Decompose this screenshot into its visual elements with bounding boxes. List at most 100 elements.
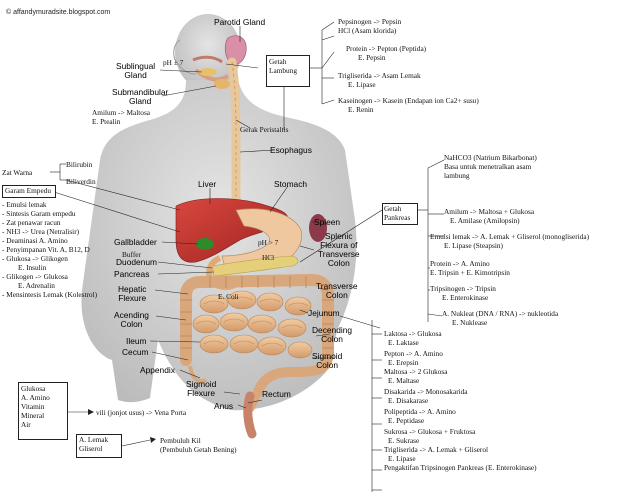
list-item: E. Lipase (388, 454, 416, 463)
label-e-coli: E. Coli (218, 292, 239, 301)
list-item: Emulsi lemak -> A. Lemak + Gliserol (mon… (430, 232, 589, 241)
list-item: - Glikogen -> Glukosa (2, 272, 68, 281)
list-item: NaHCO3 (Natrium Bikarbonat) (444, 153, 537, 162)
mouth-note: E. Ptealin (92, 117, 121, 126)
mouth-note: Amilum -> Maltosa (92, 108, 151, 117)
getah-pankreas-list-1: NaHCO3 (Natrium Bikarbonat) Basa untuk m… (444, 153, 537, 180)
list-item: Vitamin (21, 402, 45, 411)
label-hcl: HCl (262, 253, 275, 262)
head-details (173, 39, 230, 82)
getah-pankreas-box: Getah Pankreas (382, 203, 418, 225)
label-pancreas: Pancreas (114, 269, 150, 279)
arrowheads (88, 409, 156, 443)
parotid-gland (224, 35, 247, 65)
list-item: - Penyimpanan Vit. A, B12, D (2, 245, 90, 254)
label-ileum: Ileum (126, 336, 147, 346)
sublingual-gland (199, 68, 217, 76)
list-item: E. Maltase (388, 376, 420, 385)
getah-lambung-list-2: Protein -> Pepton (Peptida) E. Pepsin (346, 44, 426, 62)
getah-pankreas-list-5: Tripsinogen -> Tripsin E. Enterokinase (430, 284, 496, 302)
zat-warna-item: Biliverdin (66, 177, 96, 186)
list-item: Pepsinogen -> Pepsin (338, 17, 402, 26)
absorption-box-1: Glukosa A. Amino Vitamin Mineral Air (18, 382, 68, 440)
list-item: Air (21, 420, 31, 429)
label-splenic-flexura: Splenic Flexura of Transverse Colon (318, 231, 360, 268)
list-item: Amilum -> Maltosa + Glukosa (444, 207, 535, 216)
getah-pankreas-list-6: A. Nukleat (DNA / RNA) -> nukleotida E. … (442, 309, 558, 327)
getah-pankreas-list-4: Protein -> A. Amino E. Tripsin + E. Kimo… (430, 259, 510, 277)
garam-empedu-list: - Emulsi lemak - Sintesis Garam empedu -… (2, 200, 97, 299)
list-item: Glukosa (21, 384, 46, 393)
label-submandibular-gland: Submandibular Gland (112, 87, 169, 106)
label-anus: Anus (214, 401, 234, 411)
label-sigmoid-flexure: Sigmoid Flexure (186, 379, 217, 398)
list-item: Gliserol (79, 444, 103, 453)
absorption-2-result: Pembuluh Kil (Pembuluh Getah Bening) (160, 436, 237, 454)
getah-lambung-label: Getah Lambung (269, 57, 297, 75)
list-item: Tripsinogen -> Tripsin (430, 284, 496, 293)
leader-lines (50, 21, 445, 492)
label-sigmoid-colon: Sigmoid Colon (312, 351, 343, 370)
list-item: (Pembuluh Getah Bening) (160, 445, 237, 454)
list-item: Polipeptida -> A. Amino (384, 407, 456, 416)
list-item: E. Peptidase (388, 416, 425, 425)
getah-pankreas-label: Getah Pankreas (384, 204, 411, 222)
list-item: E. Pepsin (358, 53, 386, 62)
getah-pankreas-list-2: Amilum -> Maltosa + Glukosa E. Amilase (… (444, 207, 534, 225)
label-spleen: Spleen (314, 217, 341, 227)
list-item: Protein -> Pepton (Peptida) (346, 44, 427, 53)
list-item: - Glukosa -> Glikogen (2, 254, 68, 263)
list-item: E. Nuklease (452, 318, 488, 327)
label-parotid-gland: Parotid Gland (214, 17, 266, 27)
label-buffer: Buffer (122, 250, 141, 259)
list-item: E. Enterokinase (442, 293, 489, 302)
zat-warna-item: Bilirubin (66, 160, 93, 169)
label-decending-colon: Decending Colon (312, 325, 353, 344)
label-liver: Liver (198, 179, 217, 189)
label-hepatic-flexure: Hepatic Flexure (118, 284, 147, 303)
label-ph-mouth: pH ± 7 (163, 58, 184, 67)
list-item: Laktosa -> Glukosa (384, 329, 442, 338)
label-appendix: Appendix (140, 365, 175, 375)
list-item: A. Nukleat (DNA / RNA) -> nukleotida (442, 309, 559, 318)
list-item: Mineral (21, 411, 45, 420)
list-item: E. Disakarase (388, 396, 429, 405)
list-item: Pepton -> A. Amino (384, 349, 443, 358)
list-item: A. Lemak (79, 435, 109, 444)
list-item: E. Amilase (Amilopsin) (450, 216, 520, 225)
appendix (188, 365, 207, 384)
list-item: Disakarida -> Monosakarida (384, 387, 468, 396)
list-item: E. Lipase (348, 80, 376, 89)
absorption-box-2-list: A. Lemak Gliserol (77, 435, 121, 454)
label-sublingual-gland: Sublingual Gland (116, 61, 156, 80)
colon-haustra (180, 276, 334, 349)
absorption-box-1-list: Glukosa A. Amino Vitamin Mineral Air (19, 383, 67, 430)
list-item: E. Renin (348, 105, 374, 114)
list-item: Sukrosa -> Glukosa + Fruktosa (384, 427, 476, 436)
list-item: Kaseinogen -> Kasein (Endapan ion Ca2+ s… (338, 96, 479, 105)
list-item: E. Tripsin + E. Kimotripsin (430, 268, 510, 277)
list-item: Basa untuk menetralkan asam (444, 162, 532, 171)
list-item: E. Sukrase (388, 436, 420, 445)
list-item: - NH3 -> Urea (Netralisir) (2, 227, 80, 236)
label-cecum: Cecum (122, 347, 149, 357)
getah-lambung-box: Getah Lambung (266, 55, 310, 87)
label-ph-stomach: pH > 7 (258, 238, 279, 247)
label-gallbladder: Gallbladder (114, 237, 157, 247)
list-item: Protein -> A. Amino (430, 259, 490, 268)
esophagus (227, 57, 241, 217)
list-item: Pengaktifan Tripsinogen Pankreas (E. Ent… (384, 463, 537, 472)
gallbladder (196, 238, 214, 250)
list-item: E. Adrenalin (18, 281, 55, 290)
getah-lambung-list-4: Kaseinogen -> Kasein (Endapan ion Ca2+ s… (338, 96, 479, 114)
label-transverse-colon: Transverse Colon (316, 281, 358, 300)
list-item: - Mensintesis Lemak (Kolestrol) (2, 290, 98, 299)
absorption-1-result: vili (jonjot usus) -> Vena Porta (96, 408, 187, 417)
list-item: lambung (444, 171, 470, 180)
submandibular-gland (214, 79, 230, 89)
list-item: - Emulsi lemak (2, 200, 47, 209)
garam-empedu-label: Garam Empedu (5, 186, 51, 195)
list-item: - Deaminasi A. Amino (2, 236, 68, 245)
